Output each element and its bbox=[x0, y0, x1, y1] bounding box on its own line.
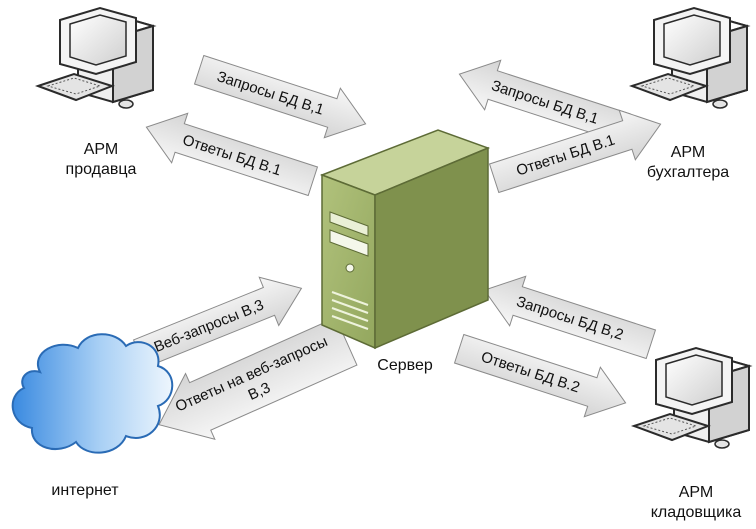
storekeeper-computer-icon bbox=[633, 347, 750, 449]
arrow-seller-request: Запросы БД В,1 bbox=[190, 44, 375, 150]
seller-label: АРМ продавца bbox=[56, 140, 146, 180]
accountant-computer-icon bbox=[631, 7, 748, 109]
cloud-icon bbox=[11, 333, 174, 454]
seller-label-line1: АРМ bbox=[83, 141, 119, 158]
accountant-label: АРМ бухгалтера bbox=[638, 143, 738, 183]
storekeeper-label-line1: АРМ bbox=[678, 484, 714, 501]
arrow-seller-response: Ответы БД В.1 bbox=[137, 101, 322, 207]
storekeeper-label: АРМ кладовщика bbox=[641, 483, 751, 523]
storekeeper-label-line2: кладовщика bbox=[650, 504, 742, 521]
server-icon bbox=[319, 129, 491, 350]
internet-label-text: интернет bbox=[51, 482, 119, 499]
accountant-label-line1: АРМ bbox=[670, 144, 706, 161]
server-label-text: Сервер bbox=[377, 357, 433, 374]
accountant-label-line2: бухгалтера bbox=[646, 164, 730, 181]
internet-label: интернет bbox=[30, 481, 140, 501]
server-label: Сервер bbox=[360, 356, 450, 376]
seller-computer-icon bbox=[37, 7, 154, 109]
seller-label-line2: продавца bbox=[65, 161, 137, 178]
